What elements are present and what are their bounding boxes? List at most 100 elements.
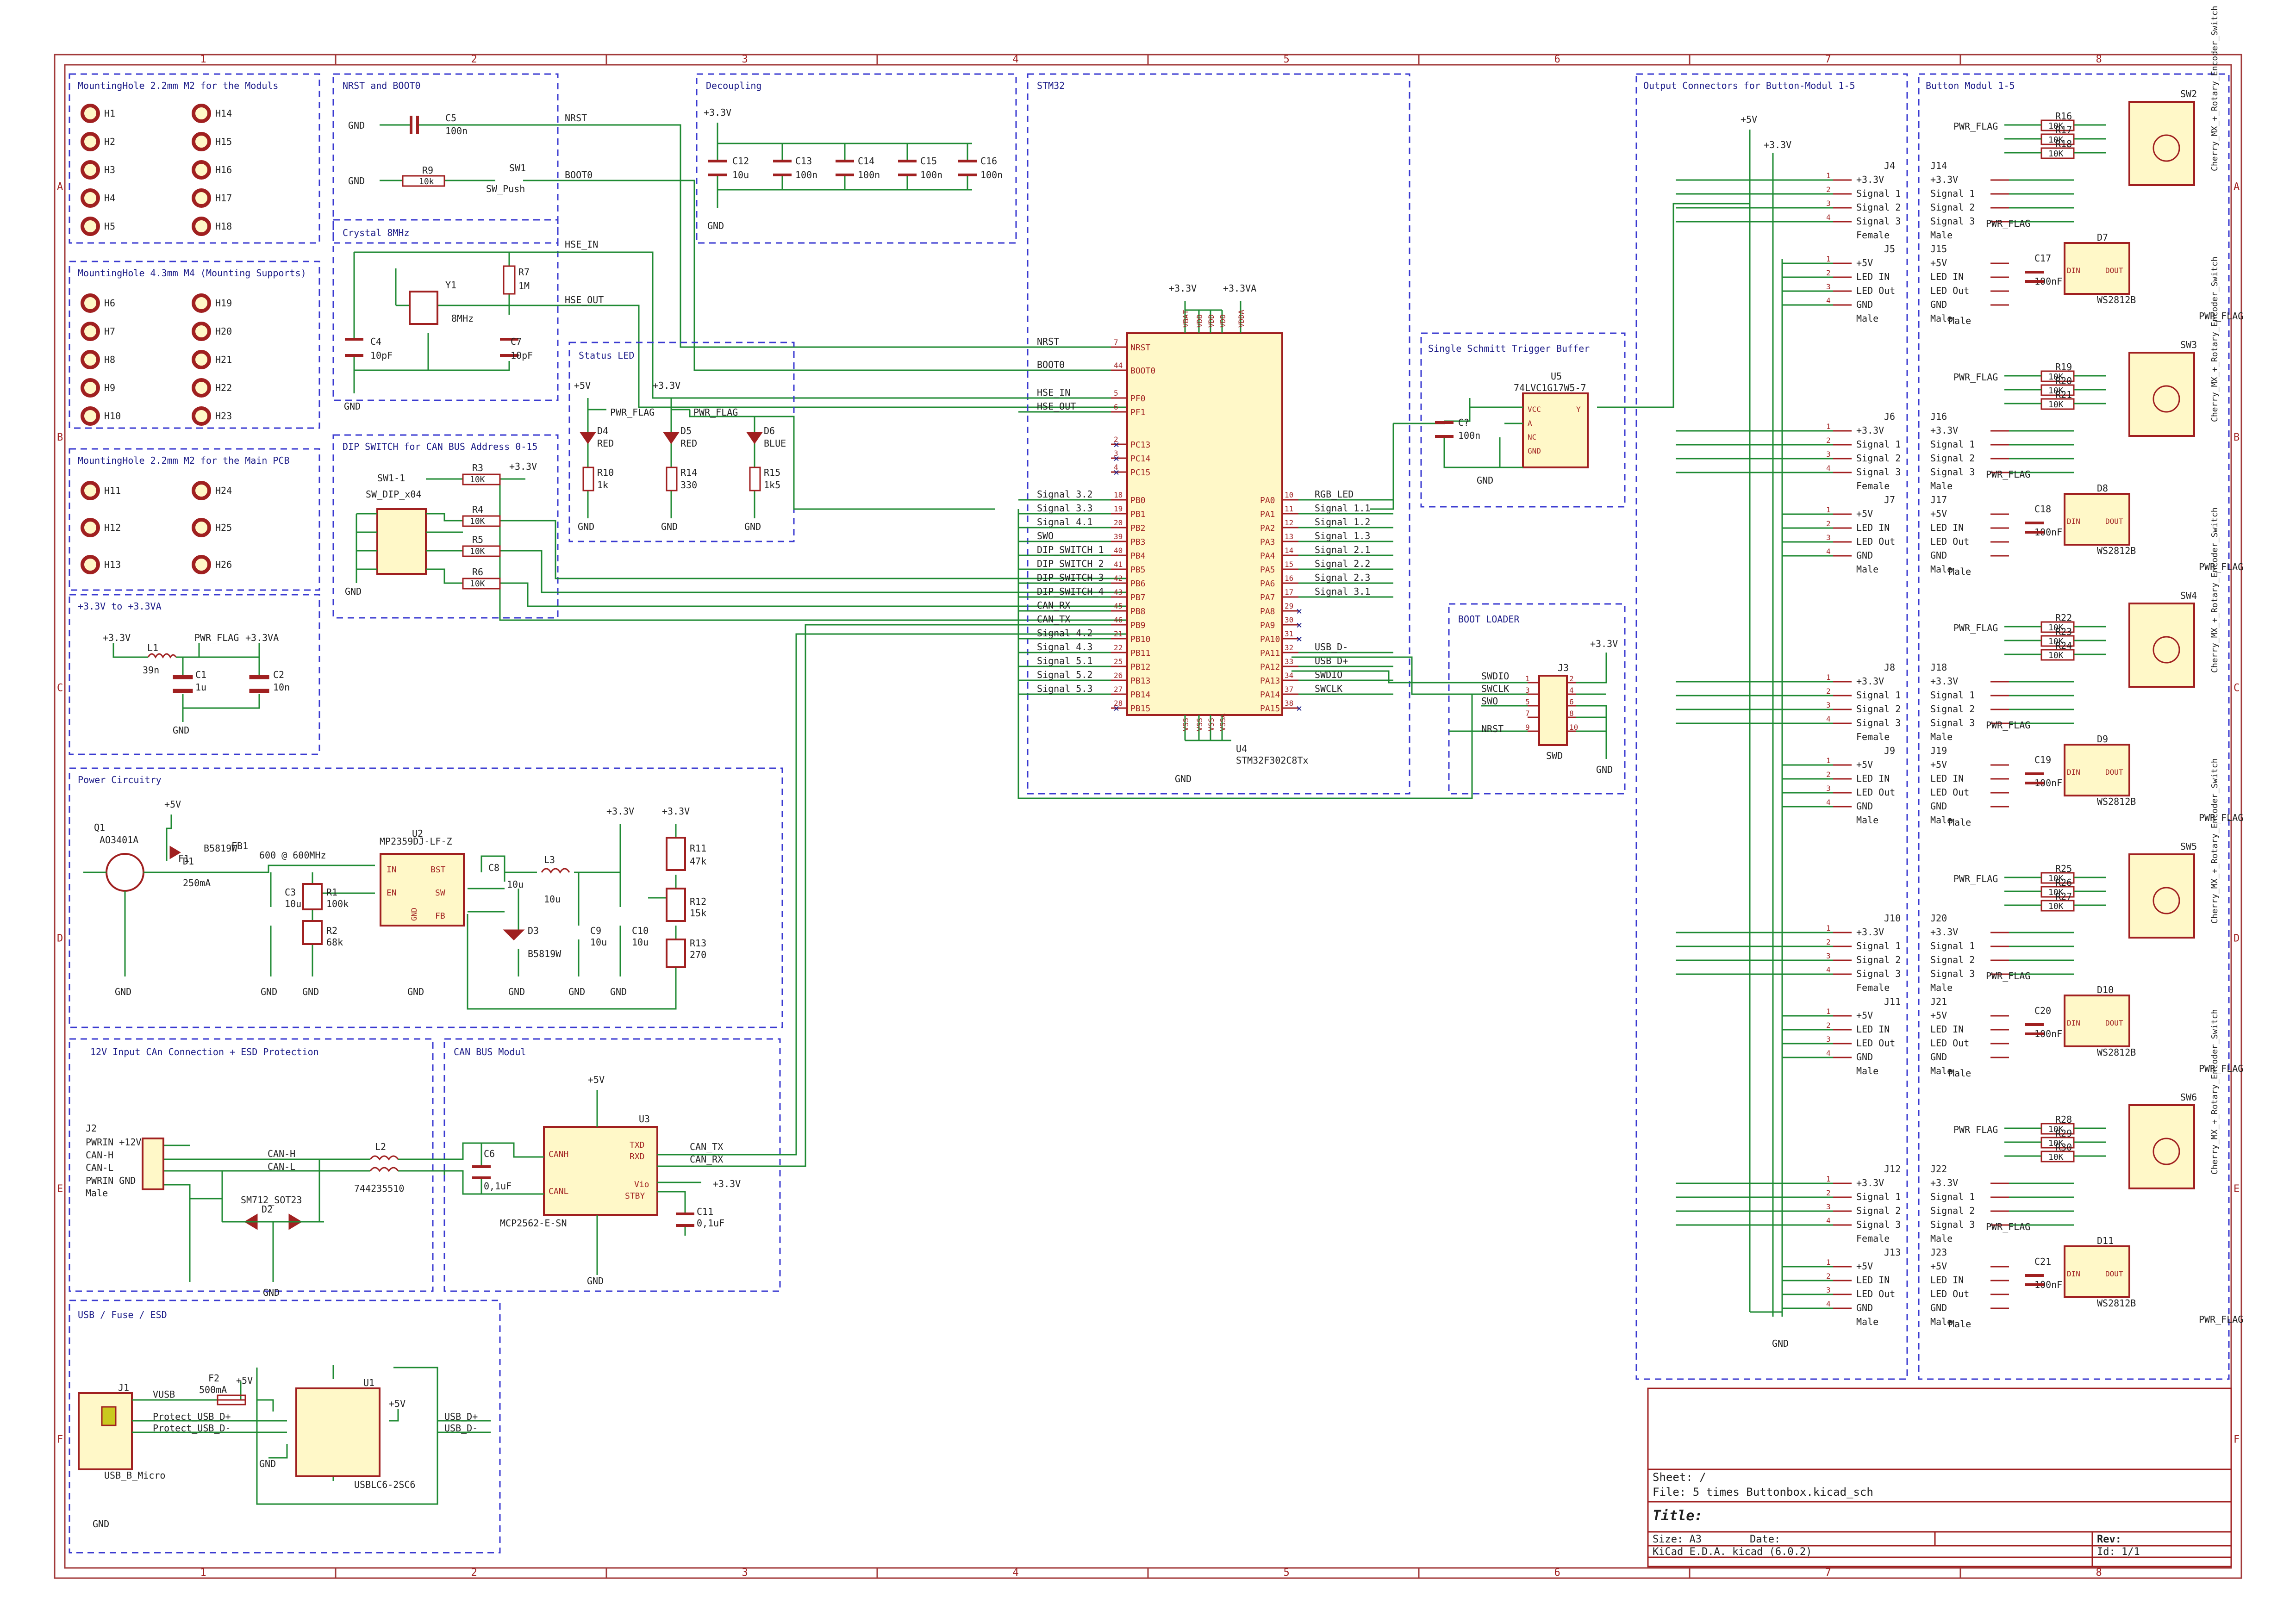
hole-label: H7 <box>104 326 115 337</box>
cap-ref: C17 <box>2034 253 2051 264</box>
svg-text:J3: J3 <box>1558 662 1569 673</box>
u4-pin-name: PA2 <box>1260 523 1275 533</box>
connector-pin-label: Signal 1 <box>1856 1191 1901 1202</box>
connector-ref: J19 <box>1930 745 1947 756</box>
j3-pin-number: 6 <box>1569 697 1574 706</box>
svg-text:Protect_USB_D+: Protect_USB_D+ <box>153 1411 231 1422</box>
u4-pin-name: PA15 <box>1260 704 1280 714</box>
u4-net-label: Signal 3.3 <box>1037 503 1092 514</box>
svg-text:GND: GND <box>345 586 362 597</box>
border-row-label: C <box>57 682 63 694</box>
svg-text:744235510: 744235510 <box>354 1183 404 1194</box>
schmitt-circuit: VCC A NC GND Y U5 74LVC1G17W5-7 C? 100n … <box>1370 203 1750 510</box>
pwr-flag-label: PWR_FLAG <box>1986 218 2030 229</box>
u4-pin-name: PA4 <box>1260 551 1275 561</box>
connector-pin-number: 2 <box>1826 185 1831 194</box>
u4-pin-number: 10 <box>1285 491 1293 499</box>
border-row-label: E <box>57 1183 63 1195</box>
mounting-hole-icon <box>192 160 211 180</box>
connector-gender: Male <box>1949 566 1971 577</box>
svg-text:PWR_FLAG: PWR_FLAG <box>693 407 738 418</box>
u4-pin-number: 27 <box>1114 685 1123 694</box>
bootloader-block <box>1448 603 1626 795</box>
u4-pin-name: PB7 <box>1130 593 1146 603</box>
can-input-circuit: J2 PWRIN +12V CAN-H CAN-L PWRIN GND Male… <box>86 1123 445 1298</box>
svg-text:+3.3VA: +3.3VA <box>1223 283 1256 294</box>
status-led-title: Status LED <box>579 350 634 361</box>
u4-pin-name: PB12 <box>1130 662 1150 672</box>
svg-text:L3: L3 <box>544 854 555 865</box>
connector-pin-number: 3 <box>1826 784 1831 793</box>
hole-label: H1 <box>104 108 115 119</box>
pwr-flag-label: PWR_FLAG <box>1953 873 1998 884</box>
switch-value: Cherry_MX_+_Rotary_Encoder_Switch <box>2210 1009 2220 1175</box>
svg-text:100n: 100n <box>795 169 817 180</box>
u4-pin-number: 22 <box>1114 643 1123 652</box>
j3-pin-number: 2 <box>1569 674 1574 683</box>
cap-ref: C18 <box>2034 504 2051 515</box>
u4-pin-number: 26 <box>1114 671 1123 680</box>
connector-ref: J7 <box>1884 494 1895 505</box>
hole-label: H15 <box>215 136 232 147</box>
switch-ref: SW6 <box>2180 1092 2197 1103</box>
connector-pin-label: +5V <box>1930 1261 1947 1272</box>
connector-pin-number: 1 <box>1826 1007 1831 1016</box>
svg-text:10u: 10u <box>285 898 301 909</box>
connector-pin-label: Signal 2 <box>1856 954 1901 965</box>
border-col-label: 2 <box>471 54 477 65</box>
u4-pin-name: PB4 <box>1130 551 1146 561</box>
svg-text:74LVC1G17W5-7: 74LVC1G17W5-7 <box>1514 382 1586 393</box>
connector-pin-label: Signal 3 <box>1856 1219 1901 1230</box>
connector-pin-number: 1 <box>1826 505 1831 514</box>
border-col-label: 4 <box>1013 54 1019 65</box>
svg-text:R11: R11 <box>690 843 706 854</box>
svg-text:600 @ 600MHz: 600 @ 600MHz <box>259 850 326 861</box>
svg-text:C14: C14 <box>858 155 874 167</box>
u4-net-label: HSE_IN <box>1037 387 1070 398</box>
border-col-label: 5 <box>1284 54 1290 65</box>
connector-gender: Male <box>1949 1068 1971 1079</box>
power-block <box>69 767 783 1028</box>
connector-pin-label: LED Out <box>1856 1038 1895 1049</box>
svg-text:VSS: VSS <box>1195 718 1204 731</box>
svg-text:SW1-1: SW1-1 <box>377 473 405 484</box>
svg-text:VSS: VSS <box>1181 718 1190 731</box>
pwr-flag-label: PWR_FLAG <box>2199 561 2243 572</box>
mounting-hole-icon <box>192 217 211 236</box>
j3-pin-number: 3 <box>1525 686 1530 695</box>
svg-text:NRST: NRST <box>565 112 587 124</box>
connector-pin-label: +3.3V <box>1856 174 1884 185</box>
resistor-value: 10K <box>2048 121 2064 131</box>
j3-pin-number: 1 <box>1525 674 1530 683</box>
svg-text:A: A <box>1528 419 1532 428</box>
svg-text:GND: GND <box>115 986 131 997</box>
border-col-label: 7 <box>1825 54 1831 65</box>
mounting-hole-icon <box>192 322 211 341</box>
led-ref: D7 <box>2097 232 2108 243</box>
u4-net-label: CAN_TX <box>1037 614 1070 625</box>
svg-text:D5: D5 <box>680 425 692 436</box>
no-connect-icon: × <box>1296 606 1302 617</box>
u4-net-label: Signal 2.2 <box>1315 558 1370 569</box>
svg-text:Vio: Vio <box>634 1180 649 1189</box>
u4-pin-number: 12 <box>1285 518 1293 527</box>
connector-pin-label: Male <box>1856 1065 1878 1076</box>
u4-net-label: Signal 4.3 <box>1037 641 1092 653</box>
svg-text:U5: U5 <box>1551 371 1562 382</box>
svg-text:D4: D4 <box>597 425 608 436</box>
svg-text:270: 270 <box>690 949 706 960</box>
u4-pin-name: PC14 <box>1130 454 1150 464</box>
cap-ref: C20 <box>2034 1005 2051 1016</box>
u4-net-label: RGB_LED <box>1315 489 1354 500</box>
nrst-boot-title: NRST and BOOT0 <box>343 80 421 91</box>
svg-text:10u: 10u <box>507 879 524 890</box>
u4-pin-name: PB5 <box>1130 565 1146 575</box>
u4-pin-number: 15 <box>1285 560 1293 569</box>
u4-pin-number: 16 <box>1285 574 1293 583</box>
connector-pin-label: +5V <box>1930 257 1947 268</box>
connector-pin-label: Signal 3 <box>1930 216 1975 227</box>
svg-text:GND: GND <box>1772 1338 1789 1349</box>
svg-text:10K: 10K <box>470 475 485 485</box>
